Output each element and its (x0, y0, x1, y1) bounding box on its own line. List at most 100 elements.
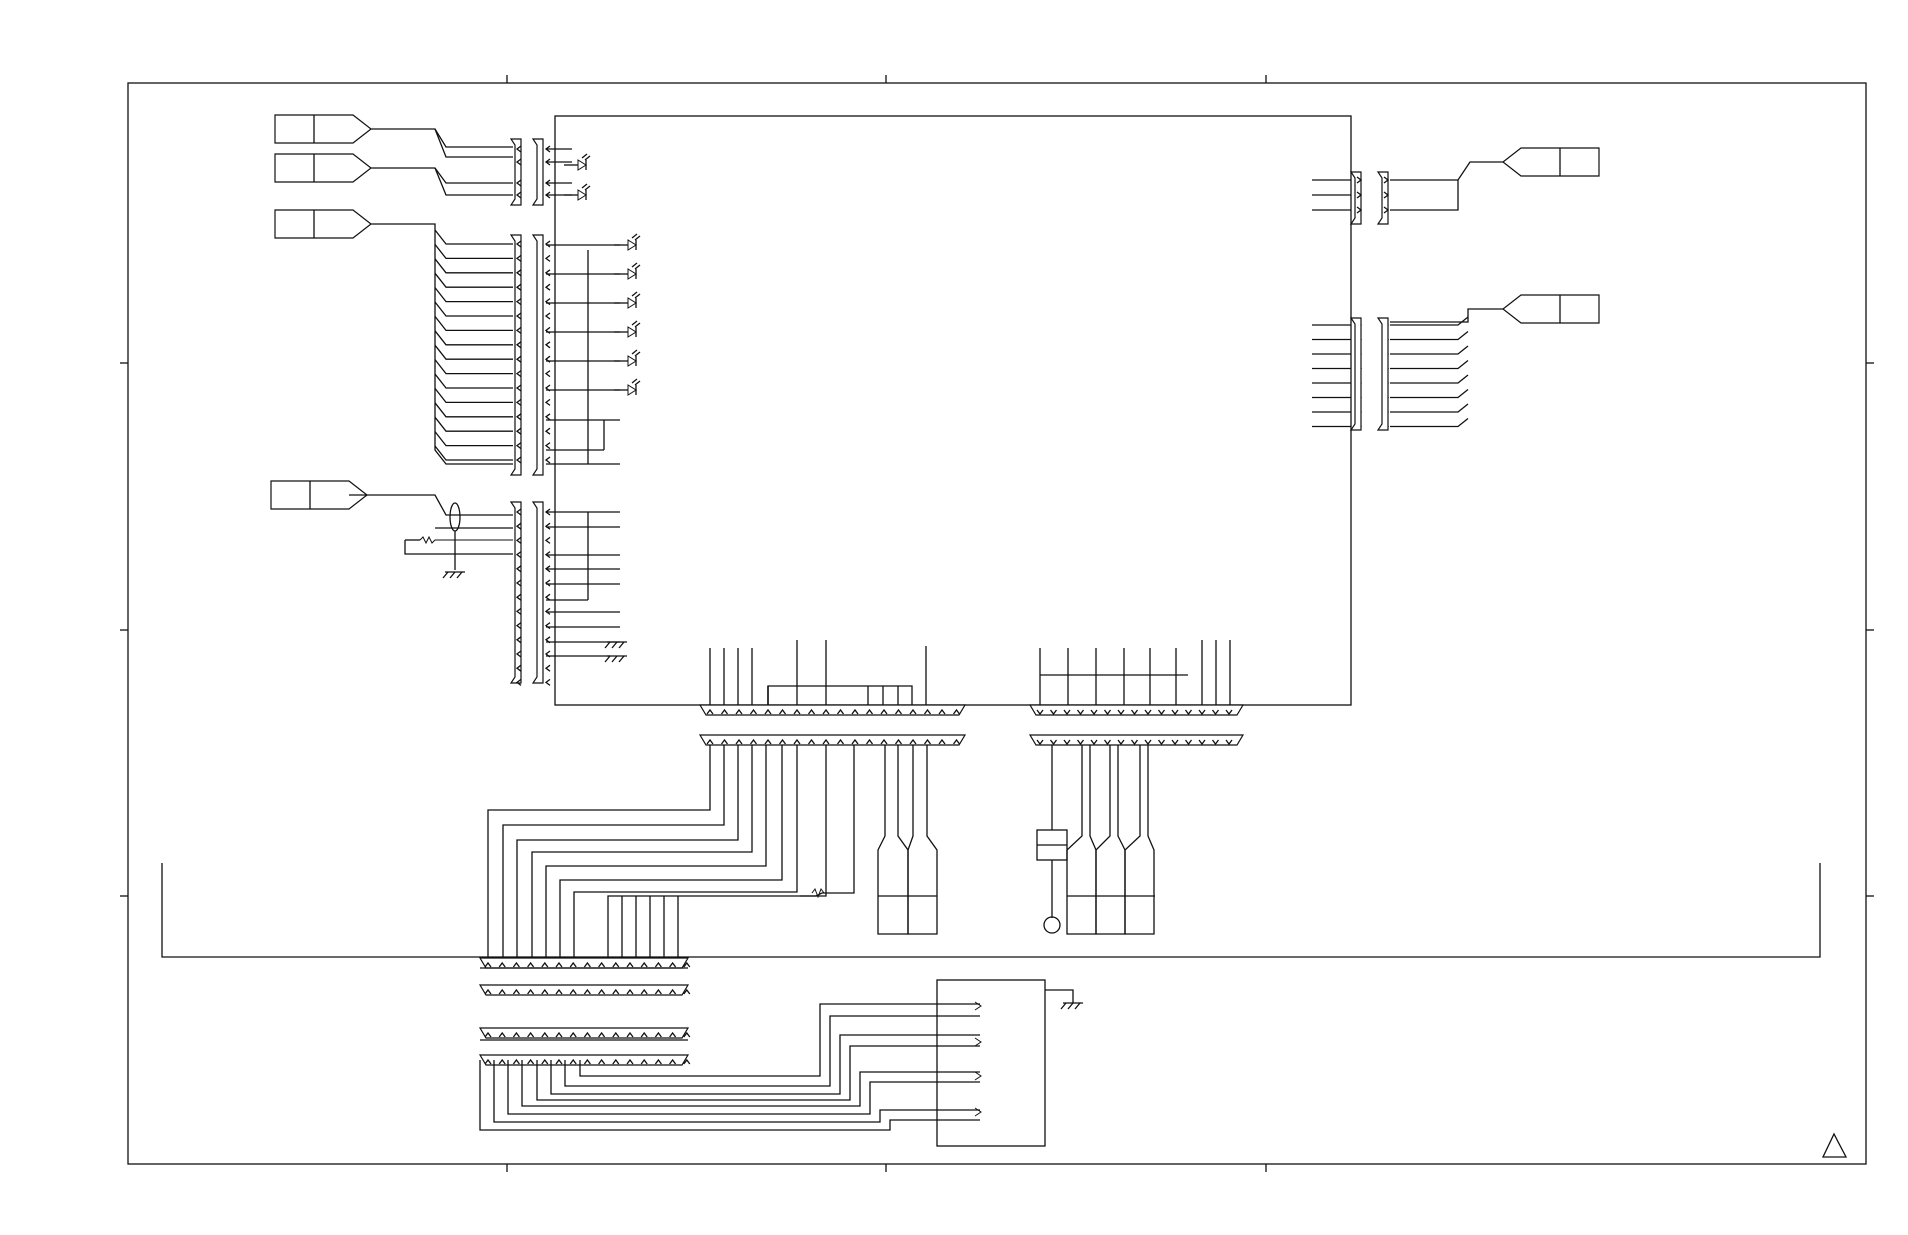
pin-arrow (569, 961, 577, 968)
pin-arrow (512, 1058, 520, 1065)
resistor-icon (811, 887, 825, 899)
led-ray (631, 291, 638, 297)
wire (404, 540, 513, 555)
led-icon (627, 297, 637, 309)
pin-arrow (515, 398, 522, 406)
pin-arrow (527, 1031, 535, 1038)
pin-arrow (793, 738, 801, 745)
pin-arrow (1225, 709, 1233, 716)
ground-hatch (456, 571, 463, 579)
wire (1390, 180, 1459, 211)
pin-arrow (515, 622, 522, 630)
pin-arrow (880, 708, 888, 715)
pin-arrow (515, 536, 522, 544)
wire (434, 315, 513, 332)
pin-arrow (669, 961, 677, 968)
pin-arrow (1103, 739, 1112, 746)
ground-hatch (611, 641, 618, 649)
pin-arrow (544, 312, 551, 320)
wire (800, 745, 855, 897)
ground-hatch (611, 655, 618, 663)
pin-arrow (598, 988, 606, 995)
connector-j2-right (531, 234, 544, 476)
connector-j3-left (509, 501, 522, 684)
pin-arrow (515, 508, 522, 516)
terminal-pin-icon (974, 1071, 982, 1081)
wire (493, 1060, 980, 1123)
pin-arrow (1356, 191, 1363, 199)
pin-arrow (544, 442, 551, 450)
connector-j1-right (531, 138, 544, 206)
pin-arrow (923, 738, 932, 745)
ground-hatch (1060, 1002, 1067, 1010)
connector-j7-top (1028, 704, 1245, 716)
pin-arrow (894, 738, 903, 745)
wire (487, 745, 711, 958)
led-ray (581, 183, 588, 189)
pin-arrow (1117, 739, 1125, 746)
wire (1390, 417, 1469, 428)
pin-arrow (512, 988, 520, 995)
wire (767, 685, 913, 705)
pin-arrow (1090, 739, 1098, 746)
wire (434, 359, 513, 375)
pin-arrow (541, 988, 549, 995)
pin-arrow (851, 708, 859, 715)
wire (607, 745, 827, 958)
pin-arrow (836, 738, 845, 745)
pin-arrow (515, 254, 522, 262)
pin-arrow (793, 708, 801, 715)
pin-arrow (1157, 709, 1166, 716)
wire (1390, 359, 1469, 370)
wire (434, 445, 513, 461)
pin-arrow (778, 708, 787, 715)
pin-arrow (749, 708, 758, 715)
wire (1390, 374, 1469, 384)
wire (434, 402, 513, 418)
pin-arrow (612, 1031, 620, 1038)
pin-arrow (515, 312, 522, 320)
pin-arrow (527, 1058, 535, 1065)
pin-arrow (720, 708, 729, 715)
pin-arrow (527, 988, 535, 995)
wire (550, 1034, 980, 1095)
wire (1390, 316, 1469, 326)
pin-arrow (1211, 739, 1220, 746)
pin-arrow (544, 522, 551, 530)
pin-arrow (1090, 709, 1098, 716)
connector-j5-right (1376, 317, 1389, 431)
pin-arrow (515, 678, 522, 686)
pin-arrow (1117, 709, 1125, 716)
pin-arrow (544, 678, 551, 686)
led-ray (584, 185, 591, 191)
pin-arrow (515, 522, 522, 530)
pin-arrow (1198, 739, 1206, 746)
wire (371, 223, 513, 465)
pin-arrow (952, 708, 961, 715)
wire (434, 301, 513, 317)
pin-arrow (1144, 739, 1152, 746)
pin-arrow (544, 283, 551, 291)
pin-arrow (515, 191, 522, 199)
wire (434, 330, 513, 346)
connector-j7-bottom (1028, 734, 1245, 746)
pin-arrow (569, 1058, 577, 1065)
pin-arrow (569, 988, 577, 995)
pin-arrow (669, 1058, 677, 1065)
pin-arrow (822, 738, 830, 745)
pin-arrow (1383, 191, 1390, 199)
pin-arrow (640, 961, 648, 968)
led-icon (627, 239, 637, 251)
pin-arrow (938, 738, 946, 745)
pin-arrow (515, 269, 522, 277)
pin-arrow (515, 664, 522, 672)
pin-arrow (515, 427, 522, 435)
pin-arrow (1184, 709, 1193, 716)
led-icon (577, 189, 587, 201)
pin-arrow (764, 738, 772, 745)
pin-arrow (626, 961, 634, 968)
pin-arrow (1076, 739, 1085, 746)
ground-hatch (604, 655, 611, 663)
pin-arrow (544, 398, 551, 406)
pin-arrow (515, 298, 522, 306)
